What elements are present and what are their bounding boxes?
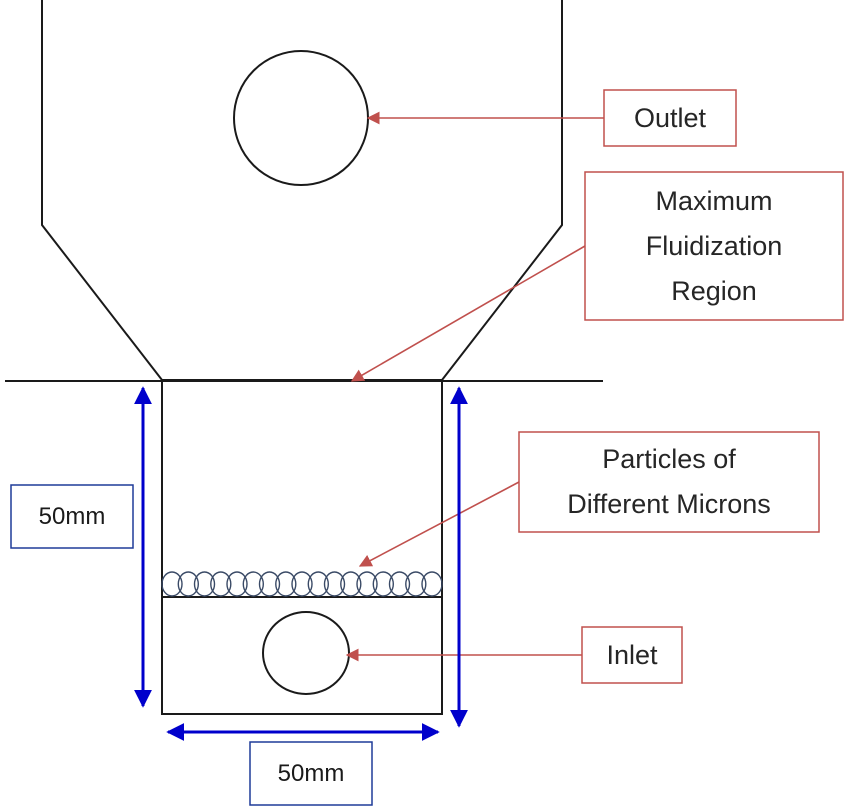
particles-arrow: [358, 481, 520, 567]
particle-loop: [323, 571, 346, 597]
height-dim-box: [10, 484, 134, 549]
particle-loop: [405, 571, 427, 597]
outlet-circle: [233, 50, 369, 186]
particles-loops: [161, 571, 443, 597]
particle-loop: [210, 571, 232, 597]
particles-label: Particles of Different Microns: [567, 444, 771, 519]
particle-loop: [258, 571, 281, 597]
particles-box: [518, 431, 820, 533]
lower-column: [161, 380, 443, 715]
width-dim-box: [249, 741, 373, 806]
outlet-label: Outlet: [633, 102, 707, 133]
inlet-label: Inlet: [606, 639, 658, 670]
particle-loop: [275, 571, 297, 597]
particle-loop: [421, 571, 443, 597]
particle-loop: [340, 571, 362, 597]
particle-loop: [242, 571, 265, 597]
particle-loop: [193, 571, 216, 597]
outlet-box: [603, 89, 737, 147]
particle-loop: [388, 571, 411, 597]
max-fluid-arrow: [350, 245, 586, 382]
inlet-box: [581, 626, 683, 684]
upper-chamber: [41, 0, 563, 381]
particle-loop: [177, 571, 200, 597]
particle-loop: [226, 571, 248, 597]
height-dimension-label: 50mm: [38, 502, 106, 530]
inlet-circle: [262, 611, 350, 695]
particle-loop: [161, 571, 183, 597]
width-dimension-label: 50mm: [277, 759, 345, 787]
particle-loop: [291, 571, 313, 597]
particle-loop: [307, 571, 329, 597]
max-fluid-box: [584, 171, 844, 321]
particle-loop: [372, 571, 394, 597]
max-fluid-label: Maximum Fluidization Region: [645, 185, 783, 306]
particle-loop: [356, 571, 378, 597]
